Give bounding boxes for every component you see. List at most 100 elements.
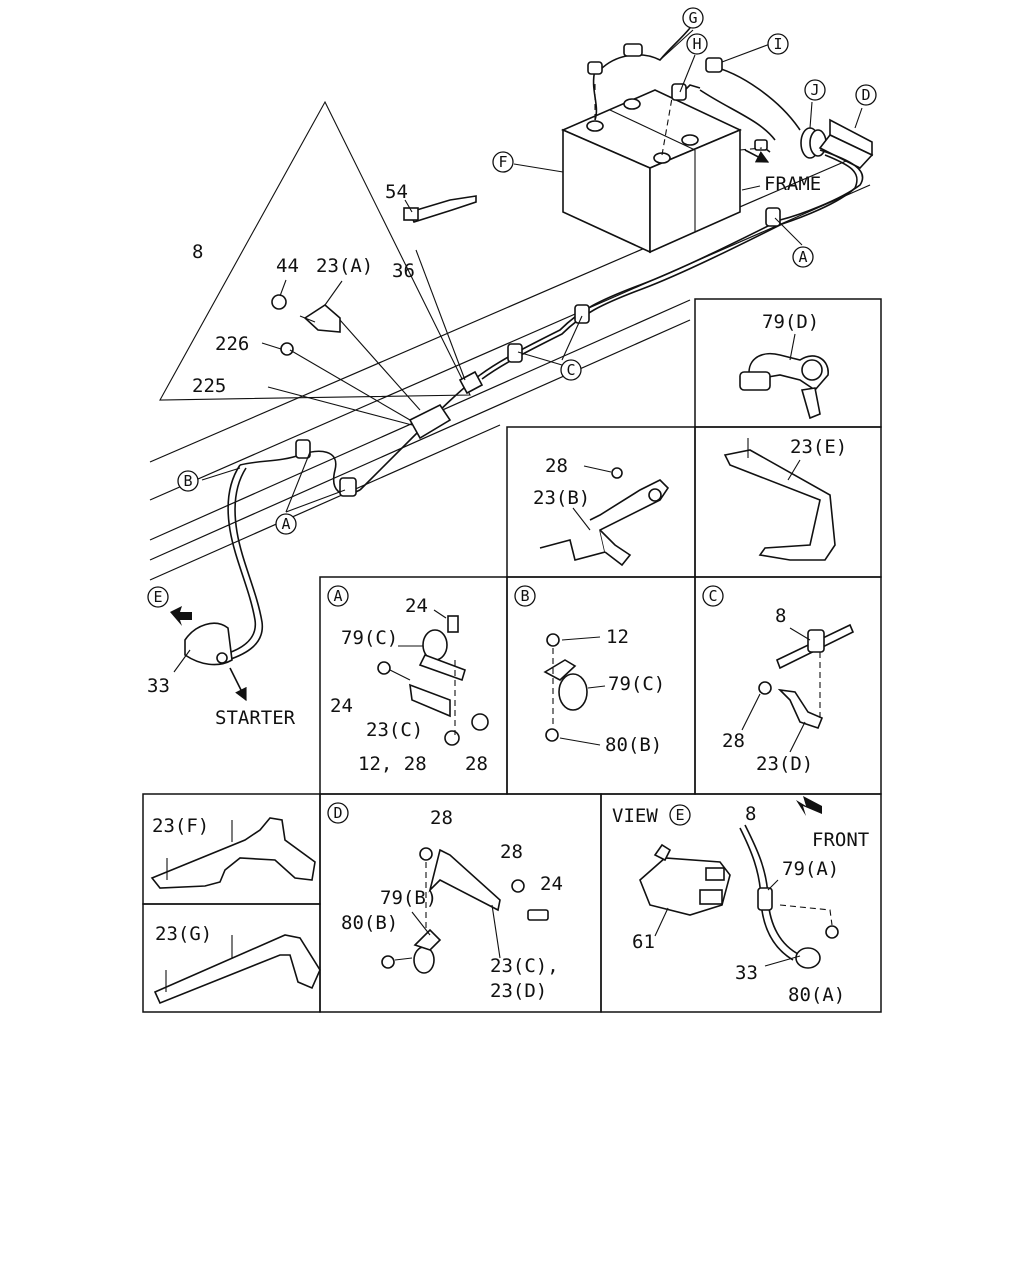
label-80a-view: 80(A) bbox=[788, 984, 845, 1006]
label-61-view: 61 bbox=[632, 931, 655, 953]
main-leaders bbox=[173, 29, 863, 673]
svg-text:D: D bbox=[861, 86, 870, 104]
callout-i: I bbox=[767, 33, 789, 55]
label-79d: 79(D) bbox=[762, 311, 819, 333]
label-8: 8 bbox=[192, 241, 203, 263]
panel-23b: 28 23(B) bbox=[533, 455, 670, 567]
callout-a-detail: A bbox=[327, 585, 349, 607]
callout-e-main: E bbox=[147, 586, 169, 608]
panel-detail-c: C 8 28 23(D) bbox=[702, 585, 855, 775]
starter-label: STARTER bbox=[215, 707, 296, 729]
label-8-view: 8 bbox=[745, 803, 756, 825]
label-23g: 23(G) bbox=[155, 923, 212, 945]
panel-79d: 79(D) bbox=[739, 311, 829, 420]
frame-label: FRAME bbox=[764, 173, 821, 195]
callout-h: H bbox=[686, 33, 708, 55]
svg-text:E: E bbox=[153, 588, 162, 606]
label-23d-c: 23(D) bbox=[756, 753, 813, 775]
front-arrow bbox=[796, 796, 822, 816]
svg-text:B: B bbox=[183, 472, 192, 490]
svg-text:G: G bbox=[688, 9, 697, 27]
svg-text:I: I bbox=[773, 35, 782, 53]
label-28-a: 28 bbox=[465, 753, 488, 775]
battery-cables bbox=[587, 27, 801, 153]
callout-f: F bbox=[492, 151, 514, 173]
svg-text:J: J bbox=[810, 81, 819, 99]
label-44: 44 bbox=[276, 255, 299, 277]
view-label: VIEW bbox=[612, 805, 658, 827]
callout-e-view: E bbox=[669, 804, 691, 826]
svg-text:A: A bbox=[281, 515, 290, 533]
main-view: FRAME STARTER 54 8 44 23(A) 36 226 225 3… bbox=[147, 7, 877, 729]
front-label: FRONT bbox=[812, 829, 869, 851]
svg-text:E: E bbox=[675, 806, 684, 824]
label-79c-a: 79(C) bbox=[341, 627, 398, 649]
svg-text:A: A bbox=[798, 248, 807, 266]
callout-triangle-8 bbox=[159, 100, 471, 401]
label-12-28: 12, 28 bbox=[358, 753, 427, 775]
label-23e: 23(E) bbox=[790, 436, 847, 458]
panel-detail-d: D 28 28 24 79(B) 80(B) 23(C), 23(D) bbox=[327, 802, 563, 1002]
main-harness bbox=[221, 149, 864, 661]
label-28-d1: 28 bbox=[430, 807, 453, 829]
view-e-arrow bbox=[170, 606, 192, 626]
callout-c-main: C bbox=[560, 359, 582, 381]
svg-text:D: D bbox=[333, 804, 342, 822]
callout-d: D bbox=[855, 84, 877, 106]
label-226: 226 bbox=[215, 333, 249, 355]
svg-text:B: B bbox=[520, 587, 529, 605]
label-23c-d: 23(C), bbox=[490, 955, 559, 977]
label-80b-d: 80(B) bbox=[341, 912, 398, 934]
label-28-23b: 28 bbox=[545, 455, 568, 477]
panel-detail-b: B 12 79(C) 80(B) bbox=[514, 585, 665, 756]
label-80b-b: 80(B) bbox=[605, 734, 662, 756]
label-28-d2: 28 bbox=[500, 841, 523, 863]
label-36: 36 bbox=[392, 260, 415, 282]
label-54: 54 bbox=[385, 181, 408, 203]
grommet-j bbox=[800, 127, 827, 159]
bracket-23a bbox=[271, 294, 341, 356]
callout-a-main-2: A bbox=[275, 513, 297, 535]
label-23b: 23(B) bbox=[533, 487, 590, 509]
starter-terminal-33 bbox=[184, 622, 233, 666]
svg-text:H: H bbox=[692, 35, 701, 53]
callout-d-detail: D bbox=[327, 802, 349, 824]
label-225: 225 bbox=[192, 375, 226, 397]
label-79b-d: 79(B) bbox=[380, 887, 437, 909]
battery bbox=[560, 89, 742, 254]
label-23d-d: 23(D) bbox=[490, 980, 547, 1002]
callout-c-detail: C bbox=[702, 585, 724, 607]
svg-text:A: A bbox=[333, 587, 342, 605]
callout-g: G bbox=[682, 7, 704, 29]
label-12-b: 12 bbox=[606, 626, 629, 648]
panel-23f: 23(F) bbox=[150, 815, 316, 889]
label-79a-view: 79(A) bbox=[782, 858, 839, 880]
panel-23g: 23(G) bbox=[153, 923, 321, 1005]
frame-arrow bbox=[744, 149, 770, 163]
svg-text:C: C bbox=[708, 587, 717, 605]
callout-b-main: B bbox=[177, 470, 199, 492]
label-28-c: 28 bbox=[722, 730, 745, 752]
svg-text:C: C bbox=[566, 361, 575, 379]
label-23f: 23(F) bbox=[152, 815, 209, 837]
panel-23e: 23(E) bbox=[723, 436, 847, 561]
bracket-d bbox=[818, 118, 874, 169]
callout-b-detail: B bbox=[514, 585, 536, 607]
panel-detail-a: A 24 79(C) 24 23(C) 12, 28 28 bbox=[327, 585, 489, 775]
panel-view-e: VIEW E 8 FRONT 79(A) 61 33 80(A) bbox=[612, 796, 869, 1006]
label-24-top: 24 bbox=[405, 595, 428, 617]
label-79c-b: 79(C) bbox=[608, 673, 665, 695]
label-23c-a: 23(C) bbox=[366, 719, 423, 741]
label-23a: 23(A) bbox=[316, 255, 373, 277]
terminal-54 bbox=[403, 195, 477, 223]
label-24-d: 24 bbox=[540, 873, 563, 895]
label-33-view: 33 bbox=[735, 962, 758, 984]
starter-arrow bbox=[229, 667, 247, 702]
label-33: 33 bbox=[147, 675, 170, 697]
svg-text:F: F bbox=[498, 153, 507, 171]
detail-boxes bbox=[142, 298, 882, 1013]
callout-j: J bbox=[804, 79, 826, 101]
label-24-left: 24 bbox=[330, 695, 353, 717]
callout-a-main-1: A bbox=[792, 246, 814, 268]
